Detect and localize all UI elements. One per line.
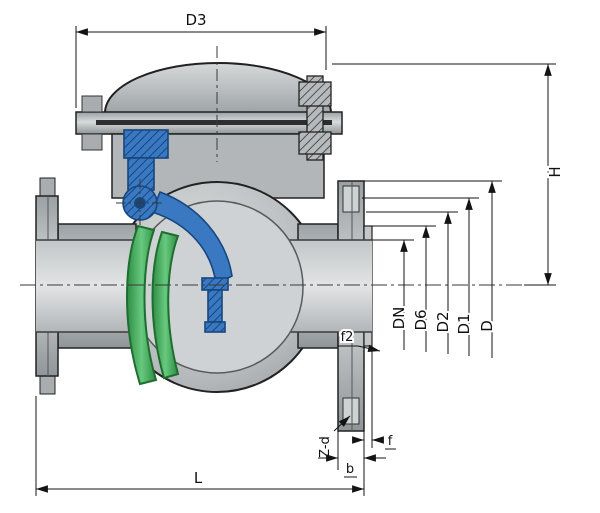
- dim-d3: D3: [75, 9, 327, 108]
- dim-f: f: [352, 346, 396, 451]
- dim-f2: f2: [338, 328, 381, 353]
- dim-label-f: f: [388, 434, 393, 449]
- gasket-line: [96, 120, 332, 125]
- hinge-bracket-lower: [127, 157, 155, 191]
- dim-dn: DN: [372, 239, 414, 350]
- dim-label-b: b: [346, 462, 354, 477]
- left-flange-tab-top: [39, 177, 56, 197]
- bolt-hole-top: [342, 185, 360, 213]
- dim-d6: D6: [372, 225, 436, 352]
- dim-label-d2: D2: [434, 311, 452, 332]
- disc-nut-lower: [204, 321, 226, 333]
- swing-arm: [150, 190, 233, 286]
- bottom-nut: [298, 131, 332, 155]
- dim-label-h: H: [546, 166, 564, 177]
- dim-h: H: [332, 63, 566, 286]
- disc-ring-inner: [151, 230, 180, 380]
- bonnet-bolt-left-bottom: [81, 133, 103, 151]
- dim-label-z-d: Z-d: [318, 436, 333, 458]
- dim-b: b: [318, 431, 386, 479]
- dim-d2: D2: [366, 211, 458, 354]
- left-flange-tab-bottom: [39, 375, 56, 395]
- dim-label-d6: D6: [412, 309, 430, 330]
- bonnet-bolt-left-top: [81, 95, 103, 113]
- dim-label-f2: f2: [341, 330, 354, 345]
- disc-stem: [207, 289, 223, 323]
- dim-d1: D1: [362, 197, 479, 356]
- hinge-bracket-upper: [123, 129, 169, 159]
- centerlines: [20, 46, 526, 286]
- dim-label-l: L: [194, 469, 203, 487]
- disc-ring-outer: [126, 224, 158, 386]
- dim-l: L: [35, 396, 365, 496]
- disc-nut-upper: [201, 277, 229, 291]
- dim-z-d: Z-d: [316, 415, 351, 460]
- dim-label-dn: DN: [390, 307, 408, 330]
- dim-label-d: D: [478, 320, 496, 332]
- bonnet-stud-bolt: [298, 75, 332, 161]
- dim-label-d3: D3: [185, 11, 206, 29]
- dim-label-d1: D1: [455, 313, 473, 334]
- bonnet: [75, 62, 343, 151]
- disc-assembly: [126, 224, 180, 386]
- top-nut: [298, 81, 332, 107]
- dim-d: D: [364, 180, 502, 358]
- swing-arm-assembly: [122, 129, 233, 333]
